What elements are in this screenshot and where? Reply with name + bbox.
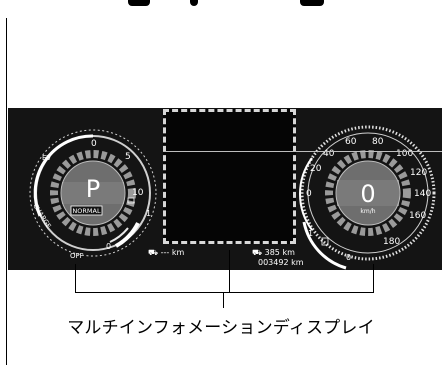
- fuel-icon: [321, 237, 329, 246]
- speed-readout: 0: [360, 180, 375, 208]
- car-icon: ⛟: [252, 248, 263, 257]
- callout-center-tick: [229, 250, 231, 292]
- gauge-tick-label: 1: [146, 209, 151, 218]
- multi-information-display: [163, 109, 296, 244]
- speed-tick-label: 100: [396, 149, 413, 159]
- top-edge-fragment: [0, 0, 442, 16]
- range-right-readout: ⛟ 385 km: [252, 248, 295, 258]
- range-left-readout: ⛟ --- km: [148, 248, 184, 258]
- page-margin-line: [6, 18, 7, 365]
- display-caption: マルチインフォメーションディスプレイ: [67, 318, 375, 338]
- gear-indicator: P: [86, 175, 100, 203]
- callout-bracket: [75, 264, 374, 293]
- speed-tick-label: 180: [383, 237, 400, 247]
- display-divider-line: [163, 151, 442, 152]
- fuel-tick-label: 1: [308, 229, 313, 238]
- fuel-pump-icon: [127, 197, 135, 204]
- speed-tick-label: 40: [323, 149, 335, 159]
- speed-tick-label: 120: [410, 168, 427, 178]
- fuel-gauge: 1 0: [302, 221, 351, 270]
- odometer-readout: 003492 km: [258, 258, 304, 267]
- off-label: OFF: [70, 252, 84, 260]
- gauge-tick-label: 0: [91, 139, 97, 149]
- speed-unit: km/h: [360, 208, 375, 215]
- speed-tick-label: 0: [306, 189, 312, 199]
- speed-tick-label: 160: [409, 211, 426, 221]
- gauge-tick-label: 0: [106, 242, 111, 251]
- speed-tick-label: 60: [345, 137, 357, 147]
- power-meter-gauge: 0 5 10 1 0 EV CHARGE OFF P NORMAL: [29, 129, 157, 260]
- callout-stem: [223, 292, 225, 308]
- speed-tick-label: 20: [310, 164, 322, 174]
- drive-mode-indicator: NORMAL: [72, 207, 101, 215]
- range-left-value: --- km: [160, 248, 185, 257]
- charge-zone-label: CHARGE: [31, 202, 52, 230]
- range-right-value: 385 km: [264, 248, 295, 257]
- ev-zone-label: EV: [42, 154, 51, 162]
- gauge-tick-label: 10: [132, 188, 144, 198]
- gauge-tick-label: 5: [125, 152, 131, 162]
- speedometer-gauge: 0 20 40 60 80 100 120 140 160 180 0 km/h: [299, 125, 436, 261]
- fuel-tick-label: 0: [346, 253, 351, 262]
- speed-tick-label: 80: [372, 137, 384, 147]
- car-icon: ⛟: [148, 248, 159, 257]
- speed-tick-label: 140: [414, 189, 431, 199]
